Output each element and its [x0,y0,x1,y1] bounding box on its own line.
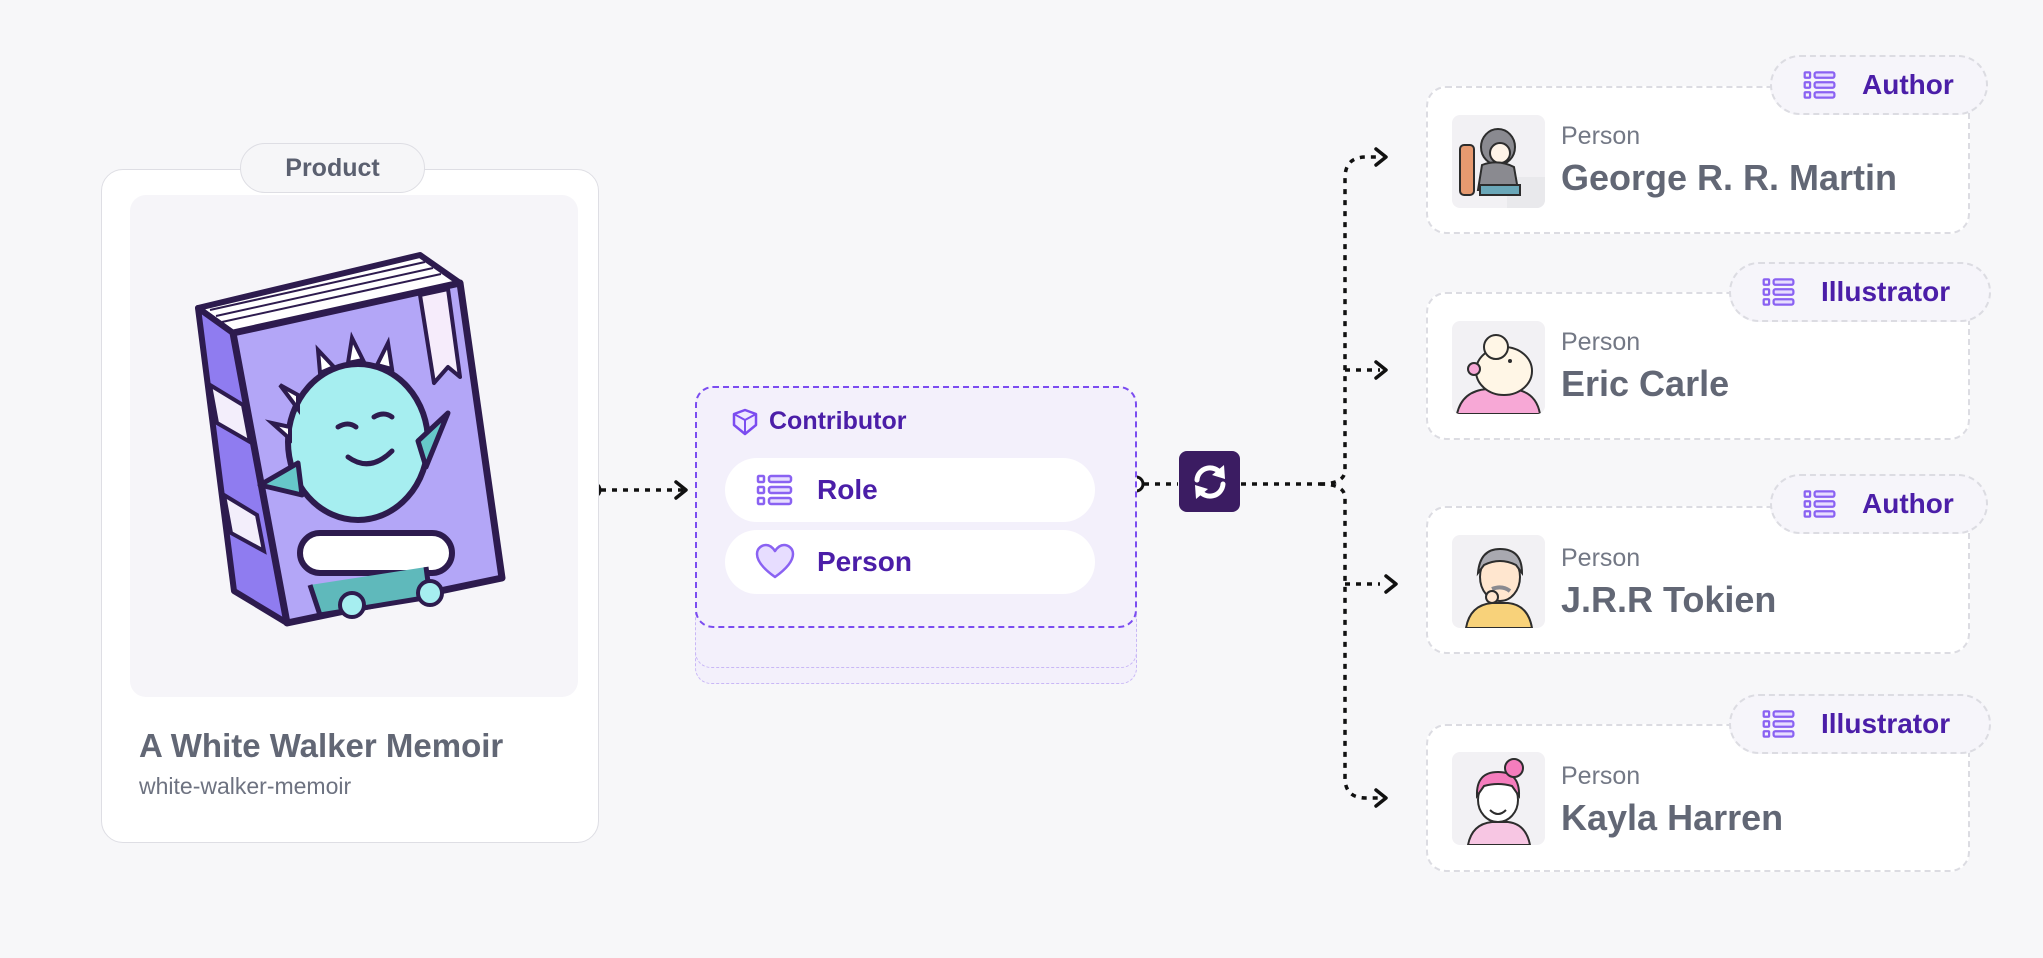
list-icon [756,474,793,506]
product-badge: Product [240,143,425,193]
field-person-label: Person [817,546,912,577]
role-badge: Illustrator [1729,694,1991,754]
role-label: Author [1862,69,1954,100]
arrowhead [1374,360,1388,380]
cube-icon [732,408,758,435]
person-name: Kayla Harren [1561,797,1784,838]
arrowhead [1374,788,1388,808]
branch-line [1319,482,1380,800]
field-role-label: Role [817,474,878,505]
role-badge: Author [1770,55,1988,115]
contributor-header: Contributor [731,407,906,436]
role-label: Illustrator [1821,708,1951,739]
pink-hair-woman-avatar [1452,752,1545,845]
product-image [130,195,578,697]
book-monster-illustration [195,252,506,627]
thinking-old-man-avatar [1452,535,1545,628]
list-icon [1803,71,1836,99]
person-kind: Person [1561,544,1641,572]
field-role[interactable]: Role [725,458,1095,522]
list-icon [1803,490,1836,518]
role-label: Illustrator [1821,276,1951,307]
sync-icon[interactable] [1179,451,1240,512]
contributor-title: Contributor [769,407,907,435]
person-name: J.R.R Tokien [1561,579,1777,620]
branch-line [1319,155,1380,486]
person-kind: Person [1561,122,1641,150]
person-name: George R. R. Martin [1561,157,1898,198]
product-title: A White Walker Memoir [139,727,504,764]
writer-at-desk-avatar [1452,115,1545,208]
role-label: Author [1862,488,1954,519]
refresh-icon [1194,464,1225,499]
heart-icon [755,543,795,579]
field-person[interactable]: Person [725,530,1095,594]
arrowhead [1374,147,1388,167]
list-icon [1762,710,1795,738]
product-slug: white-walker-memoir [139,773,352,799]
bald-man-avatar [1452,321,1545,414]
arrowhead [1384,574,1398,594]
role-badge: Illustrator [1729,262,1991,322]
role-badge: Author [1770,474,1988,534]
list-icon [1762,278,1795,306]
person-kind: Person [1561,328,1641,356]
arrowhead [674,480,688,500]
person-kind: Person [1561,762,1641,790]
person-name: Eric Carle [1561,363,1730,404]
